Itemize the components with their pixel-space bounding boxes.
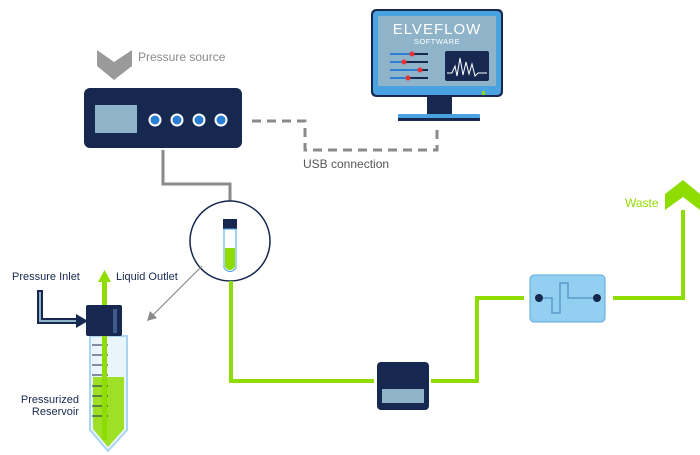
software-brand: ELVEFLOW — [393, 21, 482, 38]
zoom-pointer-arrow — [150, 265, 203, 318]
liquid-outlet-arrow-icon — [98, 270, 111, 282]
pressure-source-label: Pressure source — [138, 50, 226, 64]
liquid-outlet-label: Liquid Outlet — [116, 271, 178, 283]
pressure-tubing — [161, 150, 232, 205]
pressure-inlet-label: Pressure Inlet — [12, 271, 80, 283]
usb-connection-label: USB connection — [303, 157, 389, 171]
pressure-inlet-arrow-icon — [76, 314, 88, 328]
pressure-inlet-pipe — [37, 290, 78, 324]
pressurized-reservoir — [37, 270, 128, 453]
computer-monitor: ELVEFLOW SOFTWARE — [371, 9, 503, 121]
pressure-source-chevron-icon — [97, 50, 132, 80]
pressure-controller — [84, 88, 242, 148]
zoom-pointer-arrowhead-icon — [147, 311, 157, 321]
software-graph — [447, 57, 487, 77]
reservoir-label-line2: Reservoir — [32, 406, 79, 418]
fluid-line-to-chip — [431, 296, 524, 383]
fluid-line-to-sensor — [229, 281, 374, 383]
flow-sensor — [377, 362, 429, 410]
software-subtitle: SOFTWARE — [414, 37, 460, 46]
reservoir-label-line1: Pressurized — [21, 394, 79, 406]
fluid-line-to-waste — [613, 210, 685, 300]
waste-arrow-icon — [665, 180, 700, 210]
controller-knobs — [148, 113, 228, 127]
waste-label: Waste — [625, 196, 659, 210]
reservoir-zoom-circle — [189, 200, 271, 282]
microfluidic-chip — [529, 274, 606, 323]
software-sliders — [390, 51, 428, 81]
usb-cable — [252, 119, 439, 152]
